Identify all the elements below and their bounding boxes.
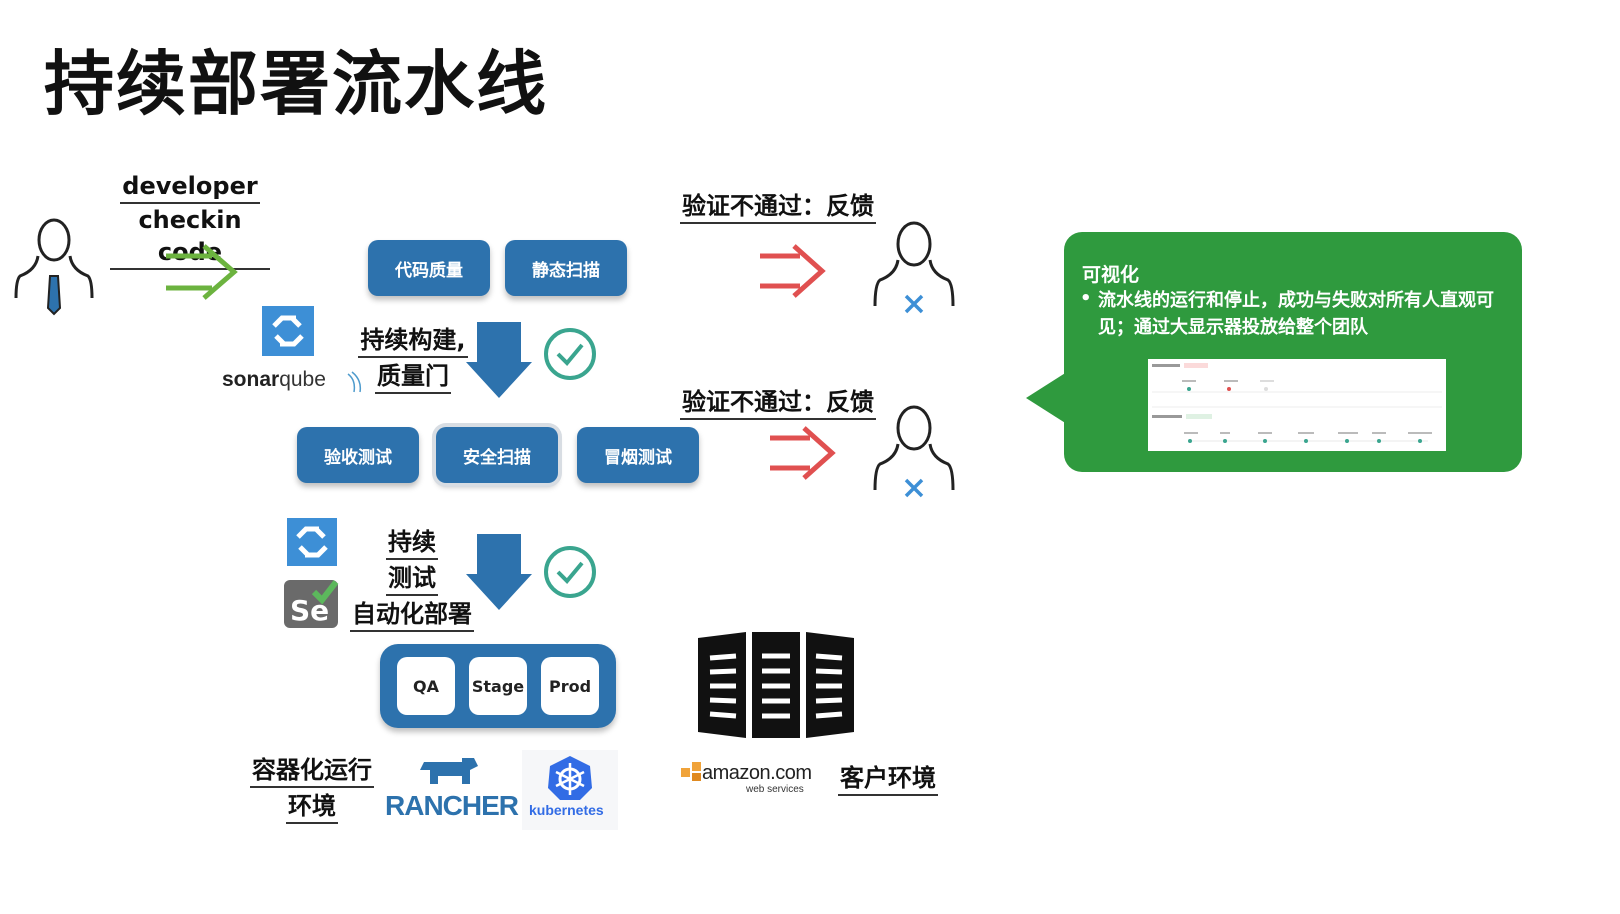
container-label: 容器化运行 环境: [244, 752, 380, 824]
bullet-dot: •: [1080, 288, 1092, 309]
rancher-logo: RANCHER: [385, 790, 519, 821]
developer-icon: [14, 218, 94, 316]
visualization-callout: 可视化 • 流水线的运行和停止，成功与失败对所有人直观可见；通过大显示器投放给整…: [1064, 232, 1522, 472]
server-rack-icon: [698, 632, 854, 738]
aws-sub-label: web services: [746, 784, 804, 795]
checkin-arrow-icon: [166, 244, 238, 300]
sonarqube-waves-icon: [347, 371, 362, 393]
stage-smoke-test: 冒烟测试: [577, 427, 699, 483]
stage-static-scan: 静态扫描: [505, 240, 627, 296]
check-circle-icon-2: [544, 546, 596, 598]
sonarqube-logo: sonarqube: [222, 368, 326, 391]
rejected-person-icon-2: [873, 405, 955, 498]
rancher-cow-icon: [420, 758, 478, 784]
ci-tool-icon: [262, 306, 314, 356]
pipeline-dashboard-thumbnail: [1148, 359, 1446, 451]
feedback-label-1: 验证不通过：反馈: [676, 188, 880, 224]
check-circle-icon: [544, 328, 596, 380]
selenium-icon: Se: [284, 580, 339, 628]
feedback-arrow-icon: [760, 244, 826, 298]
amazon-logo: amazon.com: [702, 762, 812, 784]
env-prod: Prod: [541, 657, 599, 715]
page-title: 持续部署流水线: [44, 43, 548, 125]
kubernetes-icon: [548, 756, 592, 800]
down-arrow-icon-2: [466, 534, 532, 610]
down-arrow-icon: [466, 322, 532, 398]
env-qa: QA: [397, 657, 455, 715]
ci-label: 持续构建, 质量门: [344, 322, 482, 394]
feedback-arrow-icon-2: [770, 426, 836, 480]
bubble-pointer: [1026, 370, 1070, 426]
feedback-label-2: 验证不通过：反馈: [676, 384, 880, 420]
stage-code-quality: 代码质量: [368, 240, 490, 296]
stage-acceptance-test: 验收测试: [297, 427, 419, 483]
ci-tool-icon-2: [287, 518, 337, 566]
stage-security-scan: 安全扫描: [436, 427, 558, 483]
visualization-title: 可视化: [1082, 264, 1140, 286]
customer-env-label: 客户环境: [832, 760, 944, 796]
rejected-person-icon: [873, 221, 955, 314]
kubernetes-label: kubernetes: [529, 802, 604, 818]
cd-label: 持续 测试 自动化部署: [344, 524, 480, 632]
visualization-bullet: 流水线的运行和停止，成功与失败对所有人直观可见；通过大显示器投放给整个团队: [1098, 290, 1494, 338]
env-stage: Stage: [469, 657, 527, 715]
developer-label: developer checkin code: [110, 168, 270, 270]
aws-cubes-icon: [681, 762, 701, 781]
